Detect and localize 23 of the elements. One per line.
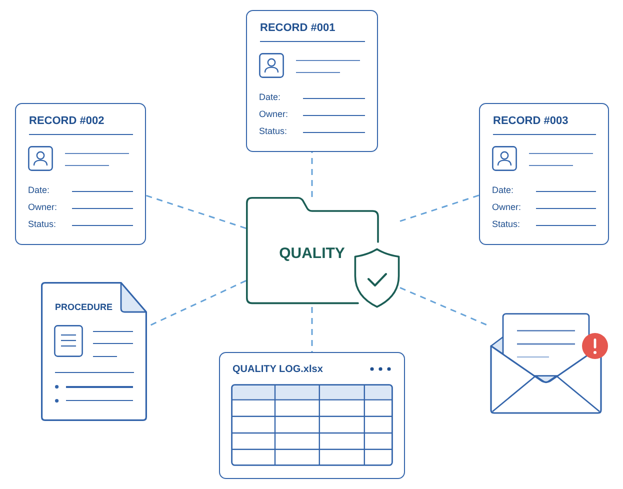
dashed-connector	[311, 152, 313, 197]
field-label: Owner:	[259, 109, 288, 120]
field-label: Date:	[28, 185, 50, 196]
field-label: Date:	[259, 92, 281, 103]
field-label: Owner:	[28, 202, 58, 213]
dashed-connector	[146, 194, 246, 230]
record-title: RECORD #001	[260, 22, 336, 34]
field-label: Status:	[492, 219, 520, 230]
record-card	[246, 10, 378, 152]
spreadsheet-window	[219, 352, 405, 479]
dashed-connector	[311, 307, 313, 352]
dashed-connector	[400, 194, 480, 222]
record-card	[479, 103, 609, 245]
field-label: Date:	[492, 185, 514, 196]
field-label: Status:	[259, 126, 288, 137]
folder-label: QUALITY	[278, 245, 346, 262]
record-title: RECORD #002	[29, 114, 104, 128]
record-card	[15, 103, 146, 245]
record-title: RECORD #003	[493, 114, 568, 128]
field-label: Status:	[28, 219, 56, 230]
field-label: Owner:	[492, 202, 522, 213]
document-title: PROCEDURE	[55, 302, 113, 312]
file-name: QUALITY LOG.xlsx	[232, 364, 323, 375]
